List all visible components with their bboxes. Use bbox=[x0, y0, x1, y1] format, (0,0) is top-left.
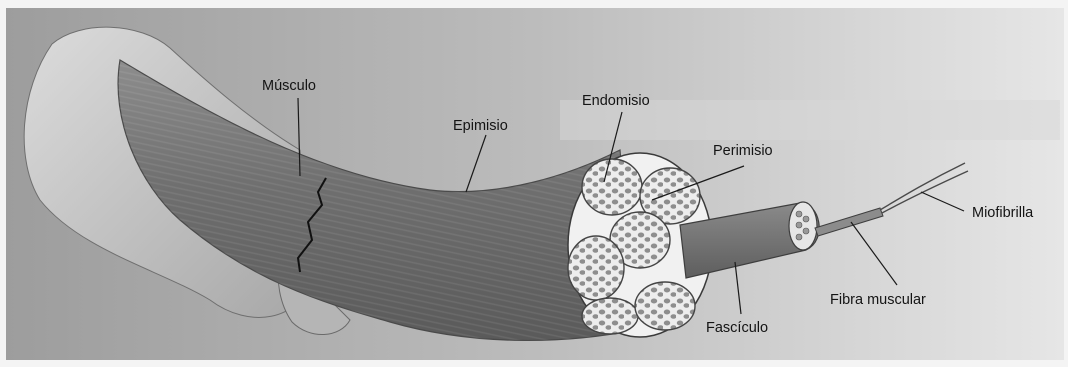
label-fasciculo: Fascículo bbox=[706, 320, 768, 336]
fascicle-bundle bbox=[635, 282, 695, 330]
label-miofibrilla: Miofibrilla bbox=[972, 205, 1034, 221]
fascicle-end bbox=[789, 202, 817, 250]
label-musculo: Músculo bbox=[262, 78, 316, 94]
fascicle-bundle bbox=[582, 298, 638, 334]
label-epimisio: Epimisio bbox=[453, 118, 508, 134]
label-endomisio: Endomisio bbox=[582, 93, 650, 109]
fascicle-bundle bbox=[568, 236, 624, 300]
label-perimisio: Perimisio bbox=[713, 143, 773, 159]
label-fibra-muscular: Fibra muscular bbox=[830, 292, 926, 308]
fascicle-bundle bbox=[582, 159, 642, 215]
